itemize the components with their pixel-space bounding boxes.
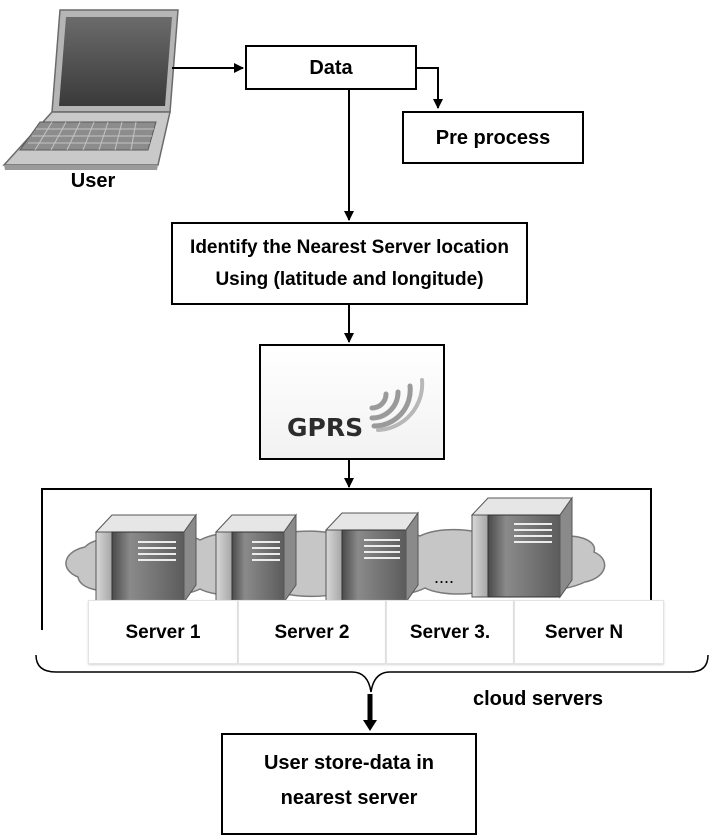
server-label-2: Server 2 (274, 622, 350, 643)
server-label-1: Server 1 (125, 622, 201, 643)
arrow-data-to-preprocess (417, 67, 443, 109)
gprs-box (259, 344, 445, 460)
server-tab-1 (88, 600, 238, 664)
store-box (221, 733, 477, 835)
preprocess-box (402, 111, 584, 164)
data-label: Data (309, 57, 353, 79)
store-line1: User store-data in (263, 752, 435, 774)
identify-line1: Identify the Nearest Server location (190, 237, 509, 258)
cloud-servers-label: cloud servers (472, 688, 604, 710)
server-tower-icon (94, 513, 197, 604)
server-tab-3 (386, 600, 514, 664)
server-tower-icon (324, 511, 419, 604)
user-label: User (70, 170, 116, 192)
server-label-3: Server 3. (409, 622, 491, 643)
data-box (245, 45, 417, 90)
laptop-icon (2, 9, 179, 170)
server-tab-n (514, 600, 664, 664)
server-ellipsis: .... (433, 567, 454, 587)
cloud-servers-brace (35, 654, 709, 693)
identify-line2: Using (latitude and longitude) (215, 269, 484, 290)
server-label-n: Server N (544, 622, 624, 643)
server-tower-icon (470, 496, 573, 599)
preprocess-label: Pre process (435, 127, 551, 149)
identify-box (171, 222, 528, 305)
gprs-label: GPRS (287, 413, 364, 442)
server-tower-icon (214, 513, 297, 604)
wireless-signal-icon (369, 378, 425, 432)
store-line2: nearest server (280, 787, 418, 809)
server-tab-2 (238, 600, 386, 664)
servers-frame (41, 488, 652, 630)
